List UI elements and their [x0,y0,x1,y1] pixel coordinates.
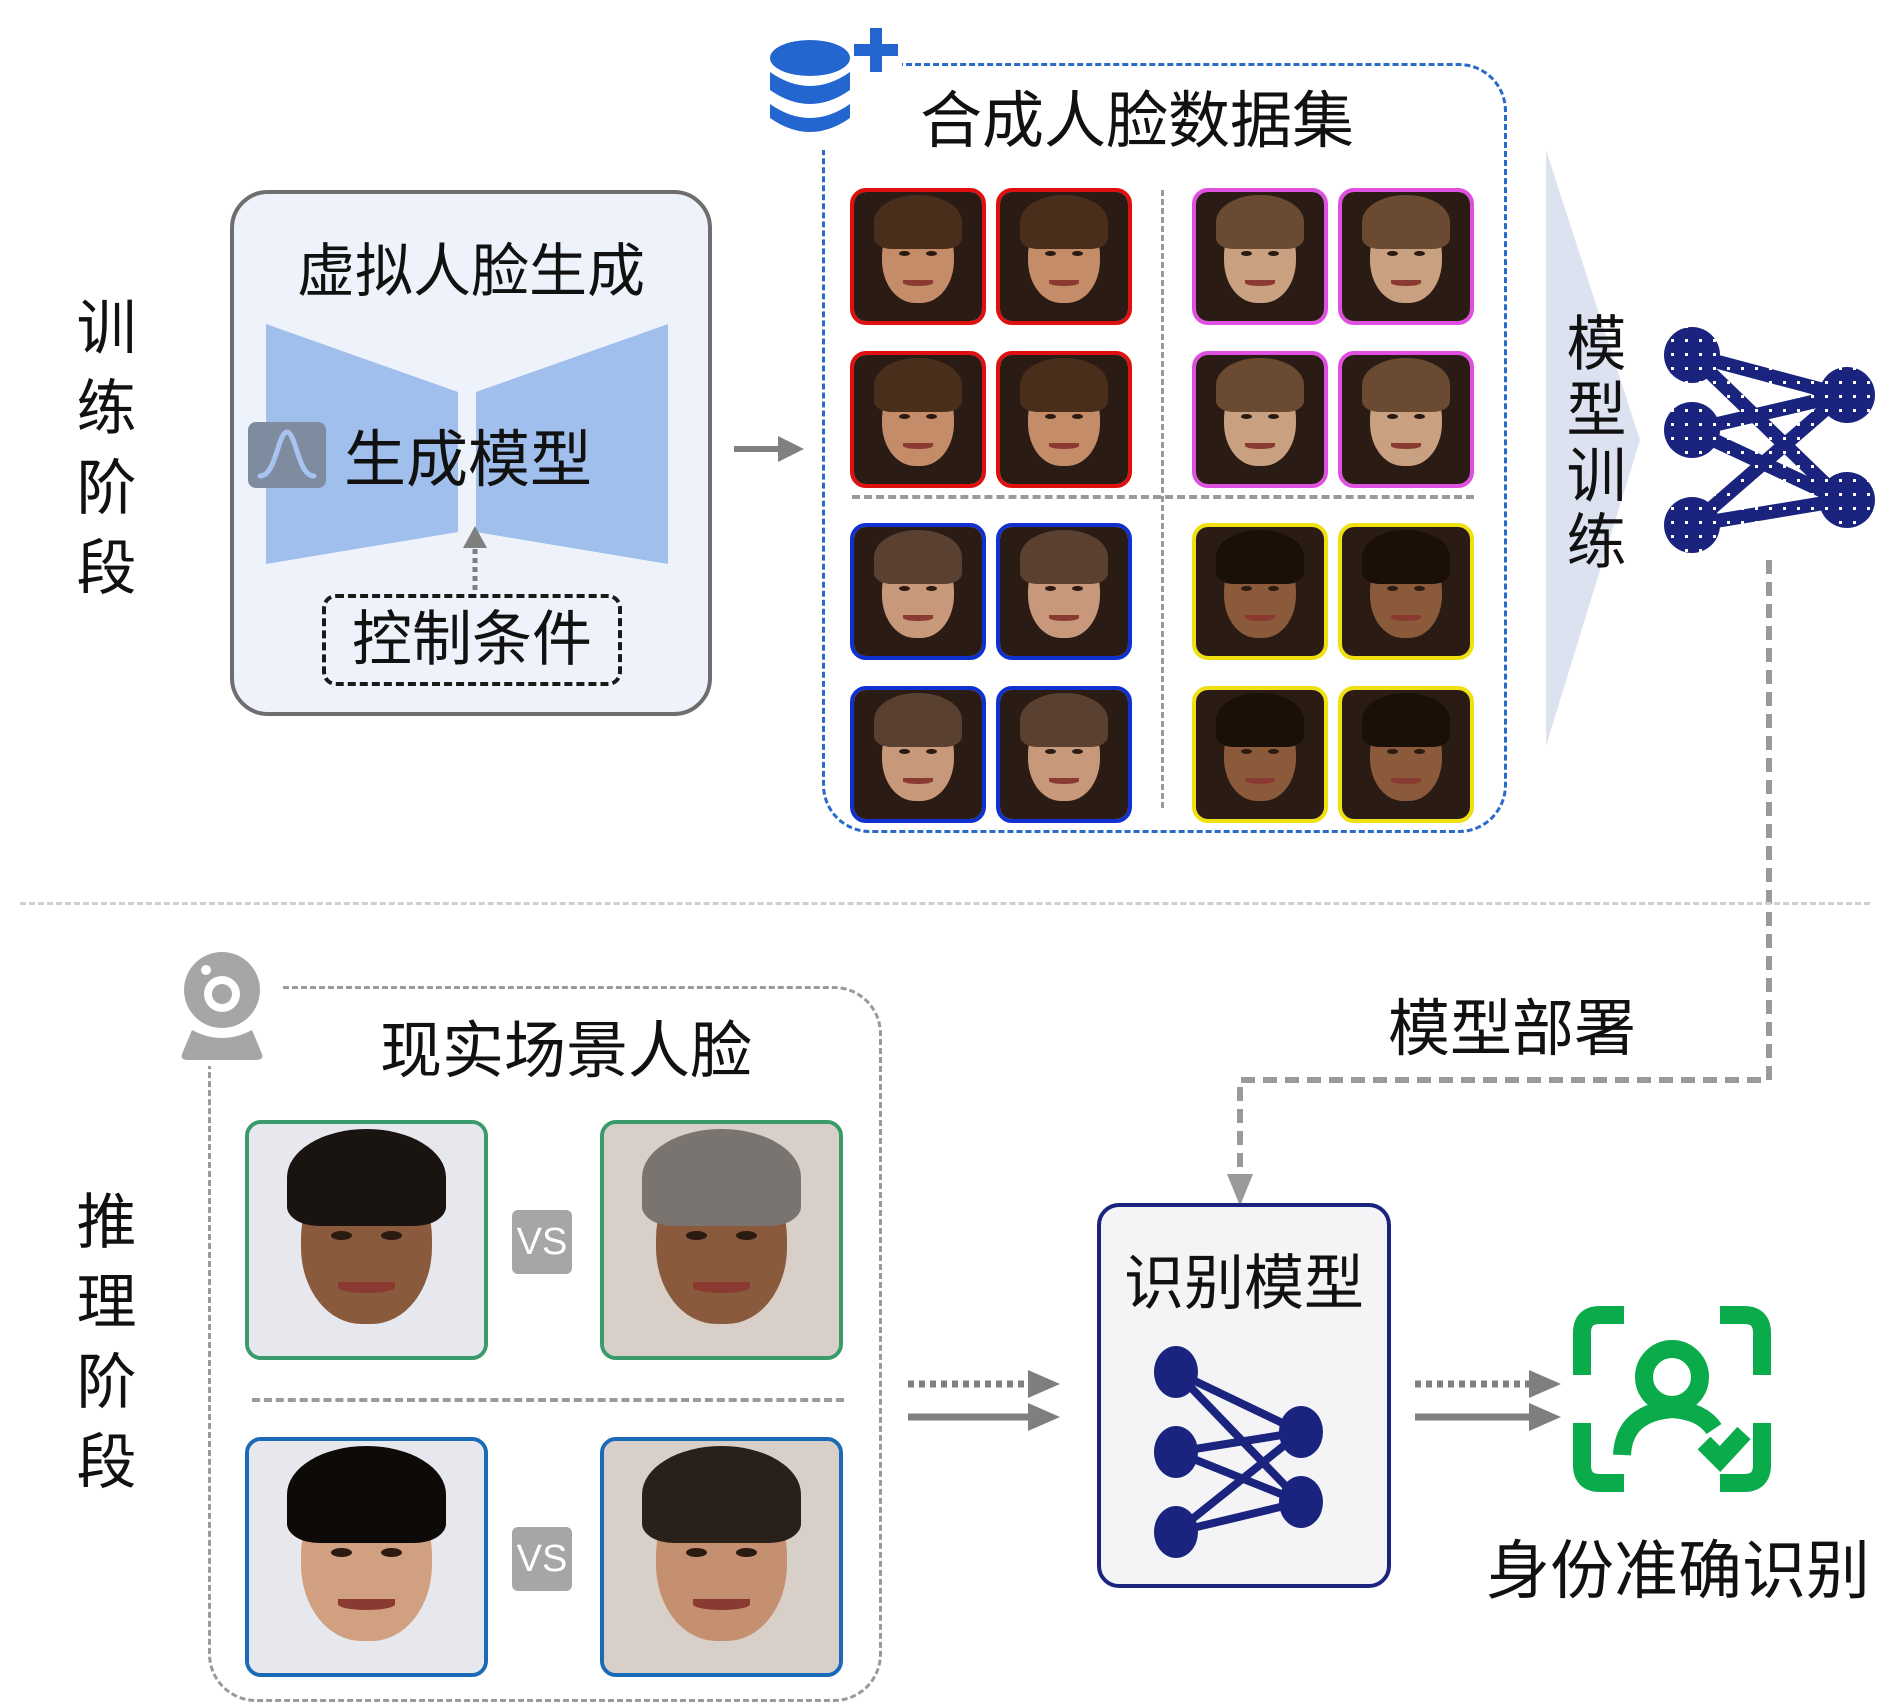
face-generation-title: 虚拟人脸生成 [296,237,645,305]
generation-to-dataset-arrow [734,436,804,462]
training-stage-text: 训练阶段 [66,296,136,616]
model-training-label: 模型训练 [1550,312,1626,597]
deployment-connector [1227,560,1772,1206]
network-node [1279,1476,1323,1528]
network-node [1664,497,1720,553]
stage-divider [20,902,1870,905]
pair-divider [252,1398,844,1402]
synthetic-face-identity-4 [1192,523,1328,660]
synthetic-face-identity-3 [850,523,986,660]
inference-stage-text: 推理阶段 [66,1190,136,1510]
vs-badge: VS [512,1210,572,1274]
network-node [1279,1406,1323,1458]
synthetic-face-identity-4 [1192,686,1328,823]
dataset-horizontal-divider [852,495,1474,499]
synthetic-dataset-title: 合成人脸数据集 [920,84,1355,157]
recognition-model-title: 识别模型 [1124,1249,1364,1319]
real-face-reference [245,1437,488,1677]
synthetic-face-identity-4 [1338,523,1474,660]
database-add-icon [770,28,898,132]
output-arrows [1415,1370,1561,1431]
network-node [1154,1346,1198,1398]
generative-model-shape [266,324,668,564]
synthetic-face-identity-1 [996,351,1132,488]
synthetic-face-identity-4 [1338,686,1474,823]
generative-model-label: 生成模型 [344,423,593,496]
synthetic-dataset-box [822,63,1507,833]
synthetic-face-identity-1 [850,351,986,488]
identity-recognized-label: 身份准确识别 [1486,1535,1870,1609]
synthetic-face-identity-2 [1338,188,1474,325]
network-node [1154,1506,1198,1558]
synthetic-face-identity-3 [996,523,1132,660]
gaussian-distribution-icon [248,422,326,488]
network-node [1819,367,1875,423]
input-arrows [908,1370,1060,1431]
model-deployment-label: 模型部署 [1388,992,1637,1065]
real-scene-box [208,986,882,1702]
synthetic-face-identity-2 [1338,351,1474,488]
model-training-text: 模型训练 [1556,312,1626,576]
recognition-model-box: 识别模型 [1097,1203,1391,1588]
encoder-trapezoid [266,324,458,564]
vs-badge: VS [512,1527,572,1591]
real-face-query [600,1437,843,1677]
synthetic-face-identity-1 [850,188,986,325]
model-training-arrow [1546,150,1640,746]
synthetic-face-identity-2 [1192,351,1328,488]
synthetic-face-identity-3 [996,686,1132,823]
neural-network-icon [1154,1346,1323,1558]
training-stage-label: 训练阶段 [60,296,136,637]
real-scene-title: 现实场景人脸 [380,1014,753,1087]
control-condition-box: 控制条件 [322,594,622,686]
webcam-icon [181,952,263,1060]
network-node [1664,402,1720,458]
synthetic-face-identity-2 [1192,188,1328,325]
real-face-reference [245,1120,488,1360]
dataset-vertical-divider [1161,190,1164,808]
trained-network-icon [1664,327,1875,553]
face-generation-box: 虚拟人脸生成 生成模型 控制条件 [230,190,712,716]
condition-arrow [463,526,487,590]
face-verified-icon [1573,1306,1771,1492]
synthetic-face-identity-3 [850,686,986,823]
decoder-trapezoid [476,324,668,564]
network-node [1154,1426,1198,1478]
network-node [1664,327,1720,383]
network-node [1819,472,1875,528]
real-face-query [600,1120,843,1360]
control-condition-label: 控制条件 [352,605,592,675]
synthetic-face-identity-1 [996,188,1132,325]
inference-stage-label: 推理阶段 [60,1190,136,1531]
